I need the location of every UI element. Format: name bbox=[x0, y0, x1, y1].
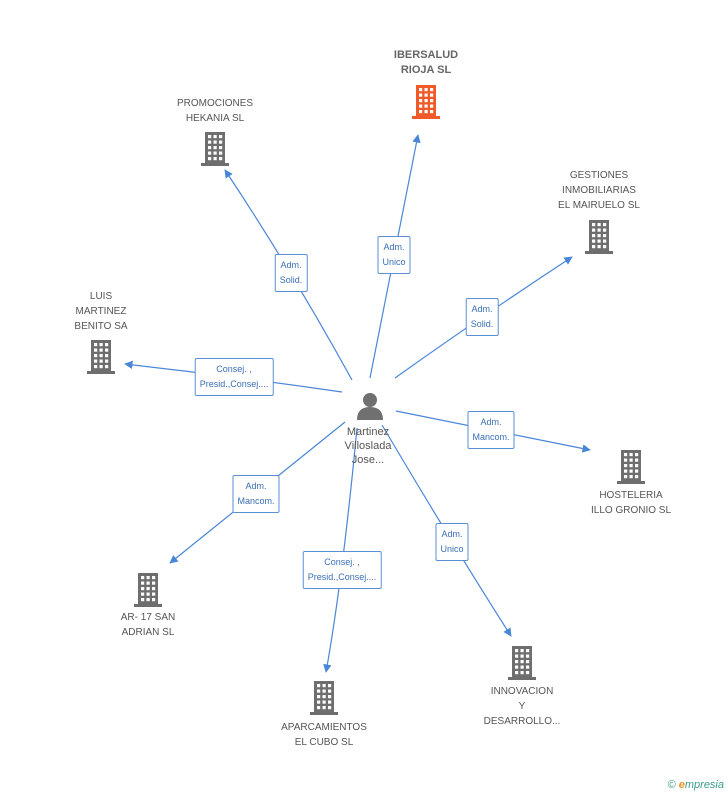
building-icon bbox=[87, 340, 115, 374]
company-name-line: MARTINEZ bbox=[75, 306, 127, 317]
company-name-line: INMOBILIARIAS bbox=[562, 185, 636, 196]
relation-label-ar17[interactable]: Adm. Mancom. bbox=[232, 475, 280, 513]
person-icon bbox=[357, 393, 383, 420]
building-icon bbox=[412, 85, 440, 119]
company-name-line: ADRIAN SL bbox=[121, 627, 175, 638]
person-name-line-2: Villoslada bbox=[344, 440, 392, 452]
relation-line: Mancom. bbox=[237, 496, 275, 506]
relation-label-hosteleria[interactable]: Adm. Mancom. bbox=[467, 411, 515, 449]
company-name-line: Y bbox=[518, 701, 526, 712]
brand-name: mpresia bbox=[684, 779, 724, 791]
relation-label-gestiones[interactable]: Adm. Solid. bbox=[465, 298, 499, 336]
company-name-line: BENITO SA bbox=[74, 321, 128, 332]
relation-line: Solid. bbox=[470, 319, 494, 329]
company-name: AR- 17 SAN ADRIAN SL bbox=[121, 610, 175, 640]
relation-line: Adm. bbox=[245, 481, 267, 491]
relation-line: Unico bbox=[382, 257, 406, 267]
company-name: PROMOCIONES HEKANIA SL bbox=[177, 96, 253, 126]
relation-line: Presid.,Consej.... bbox=[307, 572, 377, 582]
relation-line: Consej. , bbox=[216, 364, 252, 374]
company-name-line: AR- 17 SAN bbox=[120, 612, 176, 623]
company-name: IBERSALUD RIOJA SL bbox=[394, 48, 458, 78]
company-name: INNOVACION Y DESARROLLO... bbox=[484, 684, 561, 729]
company-name-line: IBERSALUD bbox=[393, 49, 459, 61]
relation-line: Adm. bbox=[480, 417, 502, 427]
company-name-line: DESARROLLO... bbox=[483, 716, 561, 727]
company-name-line: PROMOCIONES bbox=[176, 98, 254, 109]
building-icon bbox=[201, 132, 229, 166]
relation-line: Unico bbox=[440, 544, 464, 554]
company-name-line: HEKANIA SL bbox=[185, 113, 245, 124]
relation-line: Adm. bbox=[383, 242, 405, 252]
relation-label-innovacion[interactable]: Adm. Unico bbox=[435, 523, 469, 561]
relation-line: Mancom. bbox=[472, 432, 510, 442]
relation-line: Consej. , bbox=[324, 557, 360, 567]
relation-line: Adm. bbox=[441, 529, 463, 539]
building-icon bbox=[310, 681, 338, 715]
company-name: HOSTELERIA ILLO GRONIO SL bbox=[591, 488, 671, 518]
company-name-line: EL CUBO SL bbox=[294, 737, 354, 748]
relation-line: Presid.,Consej.... bbox=[199, 379, 269, 389]
building-icon bbox=[585, 220, 613, 254]
person-name: Martinez Villoslada Jose... bbox=[345, 425, 392, 467]
footer-brand: © empresia bbox=[668, 779, 724, 791]
relation-line: Adm. bbox=[280, 260, 302, 270]
brand-e: e bbox=[678, 779, 685, 791]
company-name-line: EL MAIRUELO SL bbox=[558, 200, 640, 211]
building-icon bbox=[134, 573, 162, 607]
company-name-line: APARCAMIENTOS bbox=[281, 722, 367, 733]
relation-label-promociones[interactable]: Adm. Solid. bbox=[274, 254, 308, 292]
relation-line: Adm. bbox=[471, 304, 493, 314]
company-name-line: ILLO GRONIO SL bbox=[590, 505, 672, 516]
company-name: APARCAMIENTOS EL CUBO SL bbox=[281, 720, 367, 750]
person-name-line-1: Martinez bbox=[346, 426, 390, 438]
company-name-line: GESTIONES bbox=[569, 170, 629, 181]
person-name-line-3: Jose... bbox=[351, 454, 385, 466]
relation-line: Solid. bbox=[279, 275, 303, 285]
relation-label-ibersalud[interactable]: Adm. Unico bbox=[377, 236, 411, 274]
company-name: LUIS MARTINEZ BENITO SA bbox=[74, 289, 127, 334]
copyright-symbol: © bbox=[667, 779, 676, 791]
company-name-line: RIOJA SL bbox=[400, 64, 452, 76]
relation-label-aparcamientos[interactable]: Consej. , Presid.,Consej.... bbox=[302, 551, 382, 589]
building-icon bbox=[617, 450, 645, 484]
company-name-line: HOSTELERIA bbox=[599, 490, 663, 501]
company-name-line: INNOVACION bbox=[490, 686, 554, 697]
building-icon bbox=[508, 646, 536, 680]
company-name: GESTIONES INMOBILIARIAS EL MAIRUELO SL bbox=[558, 168, 640, 213]
relation-label-luis[interactable]: Consej. , Presid.,Consej.... bbox=[194, 358, 274, 396]
company-name-line: LUIS bbox=[89, 291, 113, 302]
